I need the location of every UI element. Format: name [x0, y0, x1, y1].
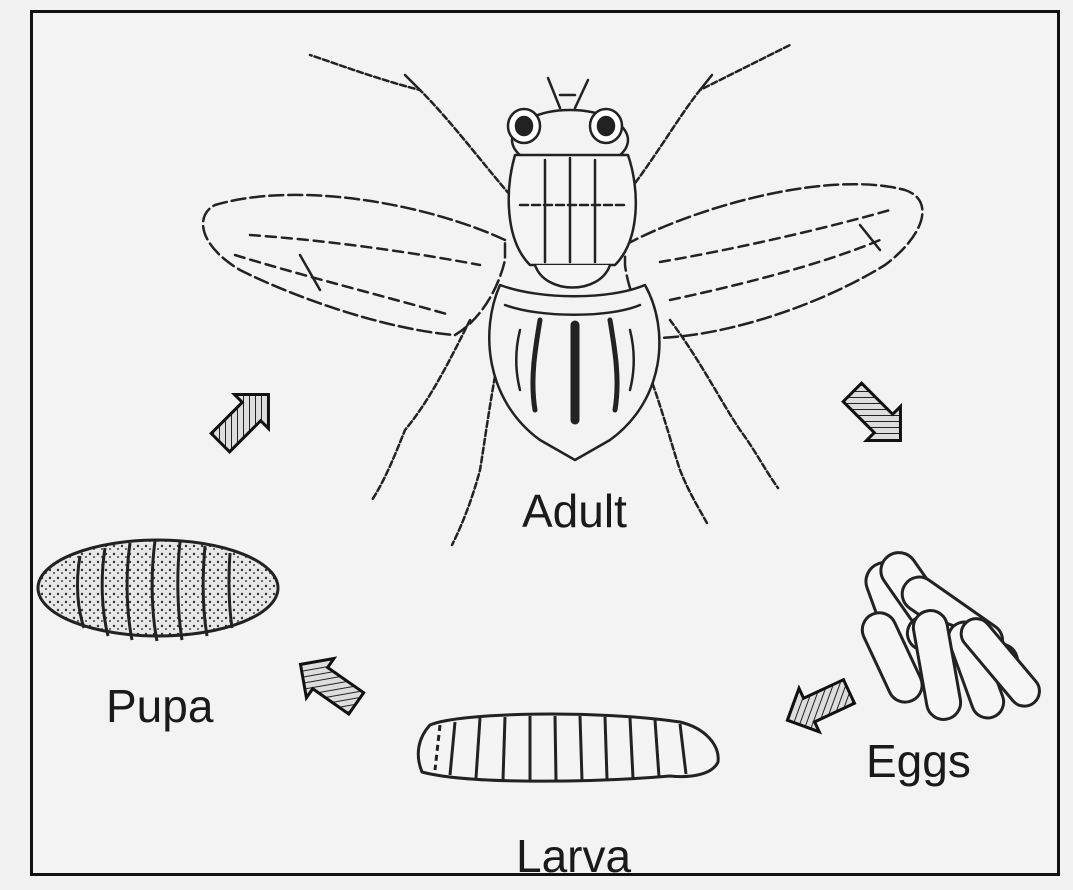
larva-drawing [418, 714, 718, 781]
label-larva: Larva [516, 833, 631, 879]
arrow-pupa-to-adult [203, 378, 285, 460]
eggs-drawing [857, 546, 1046, 723]
arrow-adult-to-eggs [835, 375, 917, 457]
adult-fly-drawing [203, 45, 922, 545]
label-eggs: Eggs [866, 738, 971, 784]
arrow-larva-to-pupa [287, 645, 370, 723]
arrow-eggs-to-larva [777, 670, 859, 742]
pupa-drawing [38, 540, 278, 641]
label-adult: Adult [522, 488, 627, 534]
label-pupa: Pupa [106, 683, 213, 729]
